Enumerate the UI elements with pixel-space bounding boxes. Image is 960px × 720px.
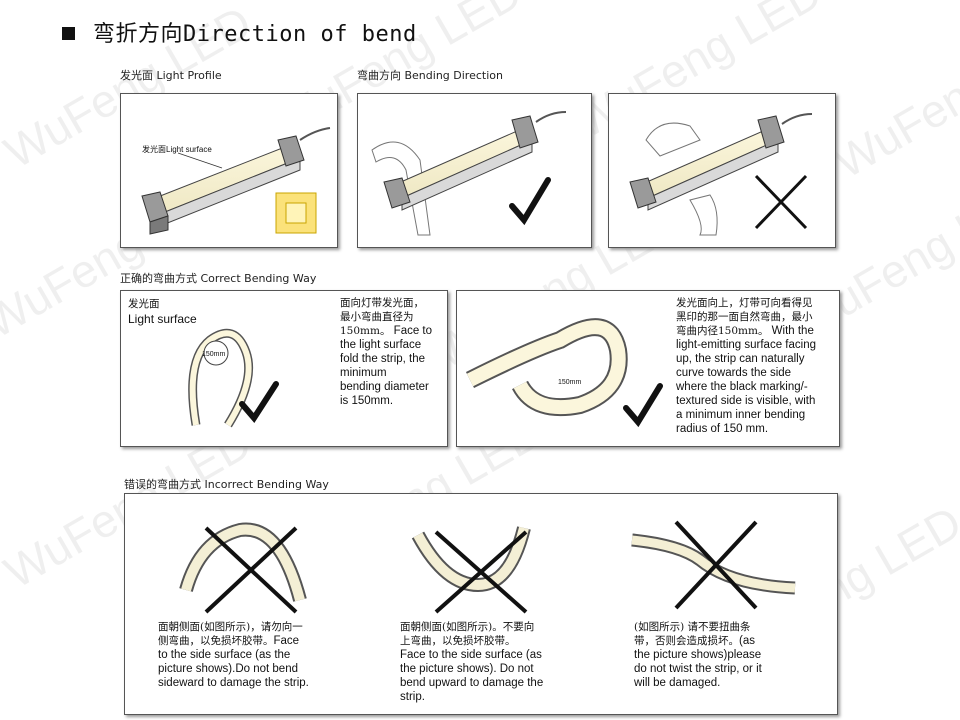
straight-strip-illustration — [141, 127, 331, 235]
wrong-side-bend-illustration — [179, 522, 307, 614]
wrong-twist-illustration — [631, 520, 796, 610]
profile-icon — [275, 192, 317, 234]
bending-direction-label: 弯曲方向 Bending Direction — [357, 69, 503, 82]
bend-wrong-illustration — [629, 113, 813, 236]
panel-a-description: 面向灯带发光面， 最小弯曲直径为 150mm。 Face to the ligh… — [340, 297, 433, 407]
correct-panel-b — [456, 290, 840, 447]
correct-panel-a — [120, 290, 448, 447]
radius-label-b: 150mm — [558, 379, 582, 386]
incorrect-desc-1: 面朝侧面(如图所示)，请勿向一 侧弯曲，以免损坏胶带。Face to the s… — [158, 621, 309, 689]
checkmark-icon — [239, 381, 279, 424]
cross-icon — [434, 530, 528, 614]
page-title: 弯折方向Direction of bend — [62, 16, 417, 48]
curve-illustration — [465, 318, 663, 428]
bullet-square-icon — [62, 26, 75, 40]
checkmark-icon — [623, 383, 663, 428]
loop-fold-illustration — [188, 328, 279, 428]
checkmark-icon — [509, 177, 551, 226]
wrong-up-bend-illustration — [411, 526, 531, 614]
diameter-label-a: 150mm — [202, 351, 226, 358]
cross-icon — [754, 174, 808, 230]
panel-b-description: 发光面向上，灯带可向看得见 黑印的那一面自然弯曲，最小 弯曲内径150mm。 W… — [676, 297, 816, 435]
cross-icon — [674, 520, 758, 610]
title-cn: 弯折方向 — [93, 22, 184, 47]
correct-bending-label: 正确的弯曲方式 Correct Bending Way — [120, 272, 317, 285]
light-surface-tag-a: 发光面 Light surface — [128, 298, 197, 326]
incorrect-desc-2: 面朝侧面(如图所示)。不要向 上弯曲，以免损坏胶带。 Face to the s… — [400, 621, 544, 703]
incorrect-bending-label: 错误的弯曲方式 Incorrect Bending Way — [124, 478, 329, 491]
incorrect-desc-3: (如图所示) 请不要扭曲条 带，否则会造成损坏。(as the picture … — [634, 621, 762, 689]
cross-icon — [204, 526, 298, 614]
bend-correct-illustration — [371, 111, 567, 236]
light-surface-tag: 发光面Light surface — [142, 145, 212, 154]
light-profile-label: 发光面 Light Profile — [120, 69, 222, 82]
title-en: Direction of bend — [183, 22, 417, 47]
